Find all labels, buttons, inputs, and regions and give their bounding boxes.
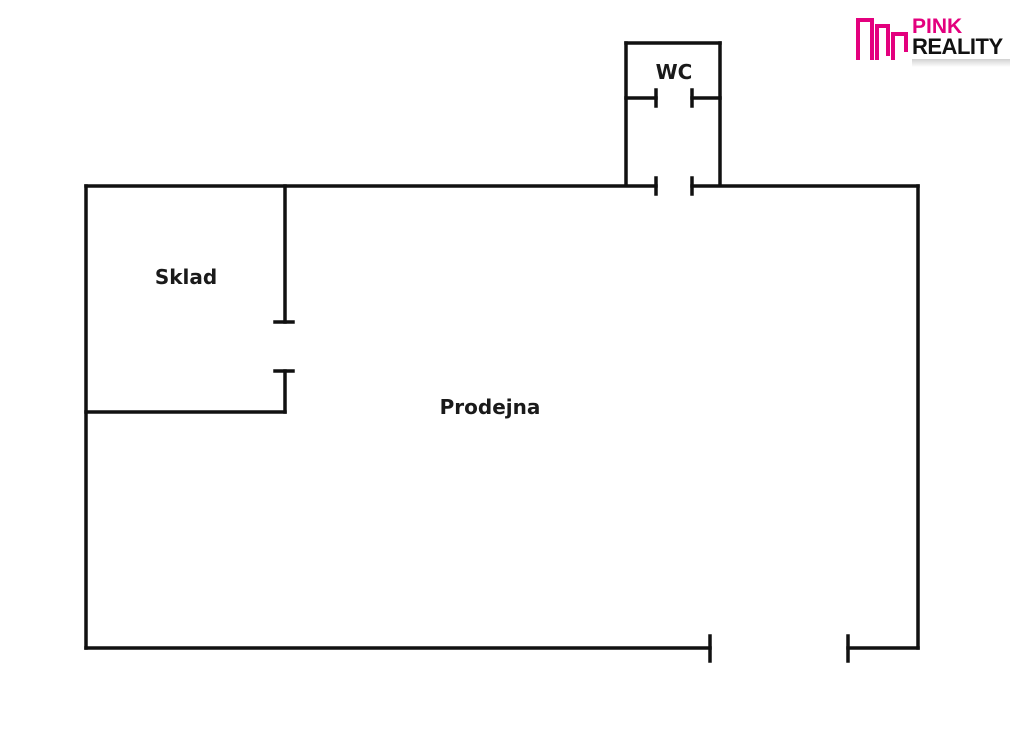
corridor-door	[654, 176, 694, 196]
sklad-door	[273, 320, 295, 373]
logo-reflection	[912, 59, 1010, 67]
entrance-door	[708, 634, 850, 663]
room-label-sklad: Sklad	[154, 265, 218, 289]
wc-walls	[624, 41, 722, 187]
building-bars-icon	[856, 18, 908, 60]
room-label-wc: WC	[655, 60, 693, 84]
pink-reality-logo: PINK REALITY	[852, 12, 1012, 70]
main-walls	[84, 184, 920, 650]
logo-word-reality: REALITY	[912, 34, 1003, 59]
sklad-walls	[84, 184, 287, 414]
wc-door	[624, 88, 722, 108]
logo-word-pink: PINK	[912, 15, 963, 38]
room-label-prodejna: Prodejna	[439, 395, 541, 419]
